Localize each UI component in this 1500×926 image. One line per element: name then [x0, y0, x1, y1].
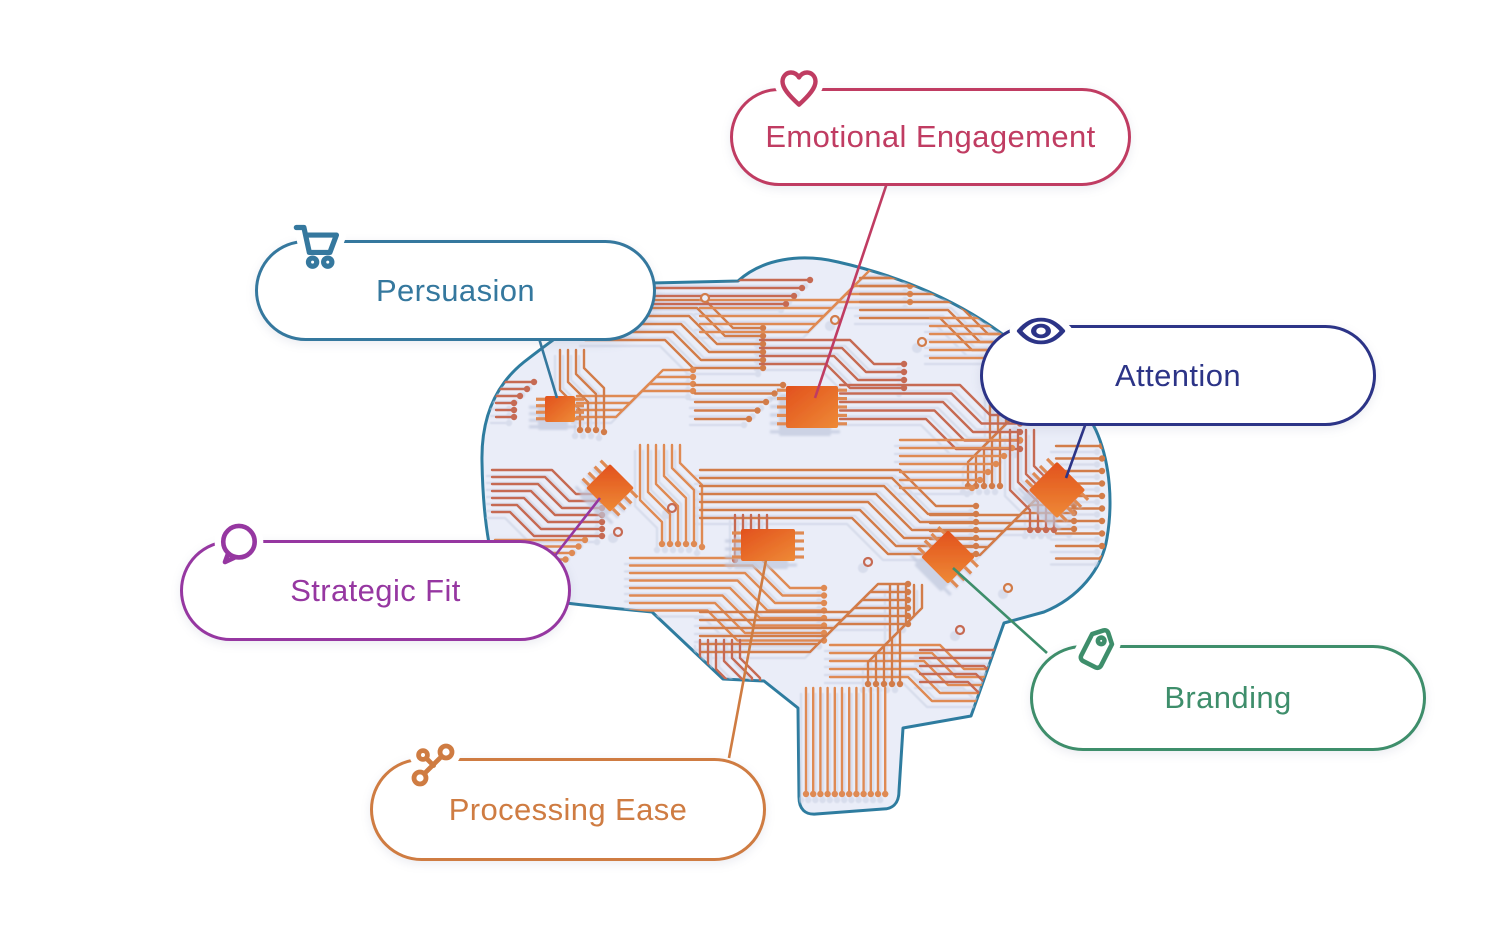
network-nodes-icon	[409, 741, 457, 789]
leader-line-strategic-fit	[548, 497, 602, 563]
leader-line-branding	[952, 567, 1048, 654]
leader-line-persuasion	[536, 334, 559, 399]
label-processing-ease: Processing Ease	[370, 758, 766, 861]
leader-line-processing-ease	[727, 559, 768, 759]
price-tag-icon	[1073, 628, 1119, 674]
heart-icon	[777, 67, 821, 111]
leader-line-attention	[1064, 419, 1089, 479]
chip	[1024, 457, 1090, 523]
label-text: Persuasion	[375, 272, 536, 308]
chip	[777, 386, 847, 428]
label-emotional-engagement: Emotional Engagement	[730, 88, 1131, 186]
label-text: Processing Ease	[448, 791, 688, 827]
label-branding: Branding	[1030, 645, 1426, 751]
label-text: Strategic Fit	[290, 572, 461, 608]
chip	[916, 525, 980, 589]
label-attention: Attention	[980, 325, 1376, 426]
label-text: Branding	[1164, 680, 1292, 715]
label-text: Attention	[1115, 357, 1241, 393]
eye-icon	[1015, 312, 1067, 350]
label-strategic-fit: Strategic Fit	[180, 540, 571, 641]
label-text: Emotional Engagement	[765, 119, 1096, 154]
chip	[732, 529, 804, 561]
label-persuasion: Persuasion	[255, 240, 656, 341]
shopping-cart-icon	[292, 221, 344, 273]
chip	[536, 396, 584, 422]
leader-line-emotional-engagement	[813, 179, 890, 399]
speech-bubble-icon	[215, 521, 261, 567]
